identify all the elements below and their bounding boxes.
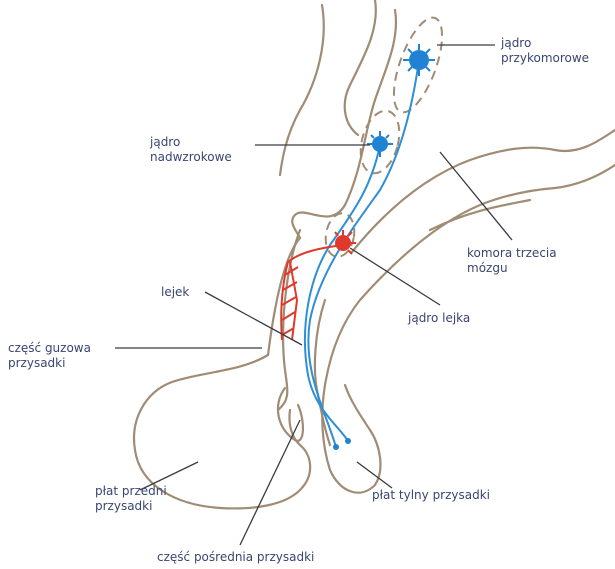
- label-intermediate-part: część pośrednia przysadki: [157, 550, 314, 565]
- third-ventricle-outline: [352, 130, 615, 252]
- leader-intermediate: [240, 420, 300, 545]
- label-paraventricular-nucleus: jądro przykomorowe: [501, 36, 589, 66]
- label-arcuate-nucleus: jądro lejka: [408, 311, 470, 326]
- label-infundibulum: lejek: [161, 285, 189, 300]
- label-pars-tuberalis: część guzowa przysadki: [8, 341, 91, 371]
- supraoptic-neuron: [367, 131, 393, 157]
- paraventricular-neuron: [403, 44, 435, 76]
- hypothalamus-wall: [292, 10, 396, 238]
- axon-terminal-2: [345, 438, 351, 444]
- brain-outline-upper: [280, 5, 324, 175]
- label-posterior-lobe: płat tylny przysadki: [372, 488, 490, 503]
- label-third-ventricle: komora trzecia mózgu: [467, 246, 557, 276]
- label-anterior-lobe: płat przedni przysadki: [95, 484, 167, 514]
- leader-third-ventricle: [440, 152, 512, 240]
- posterior-lobe-outline: [322, 385, 380, 493]
- label-supraoptic-nucleus: jądro nadwzrokowe: [150, 135, 232, 165]
- axon-terminal-1: [333, 444, 339, 450]
- leader-infundibulum: [205, 292, 302, 345]
- supraoptic-axon: [305, 145, 380, 441]
